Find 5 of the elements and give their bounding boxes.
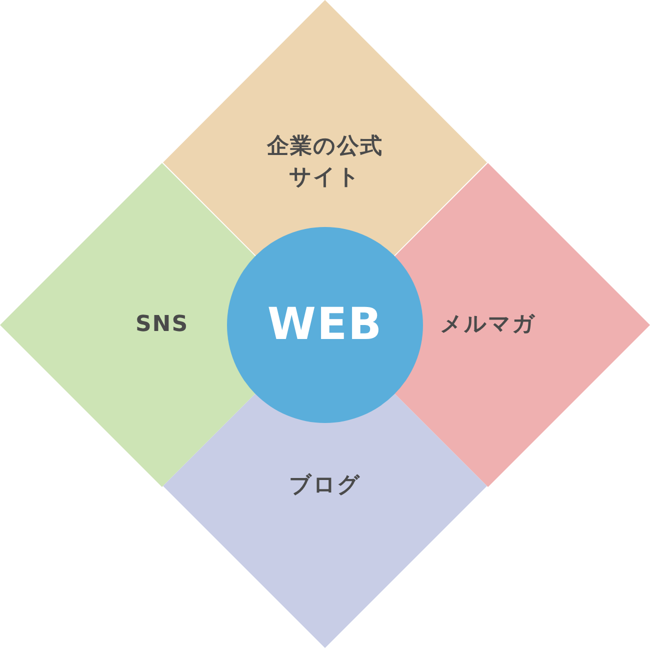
segment-label: ブログ xyxy=(289,472,361,500)
segment-label: SNS xyxy=(135,311,189,340)
segment-label: 企業の公式サイト xyxy=(266,132,384,192)
segment-label: WEB xyxy=(267,298,383,352)
segment-label: メルマガ xyxy=(440,311,536,340)
